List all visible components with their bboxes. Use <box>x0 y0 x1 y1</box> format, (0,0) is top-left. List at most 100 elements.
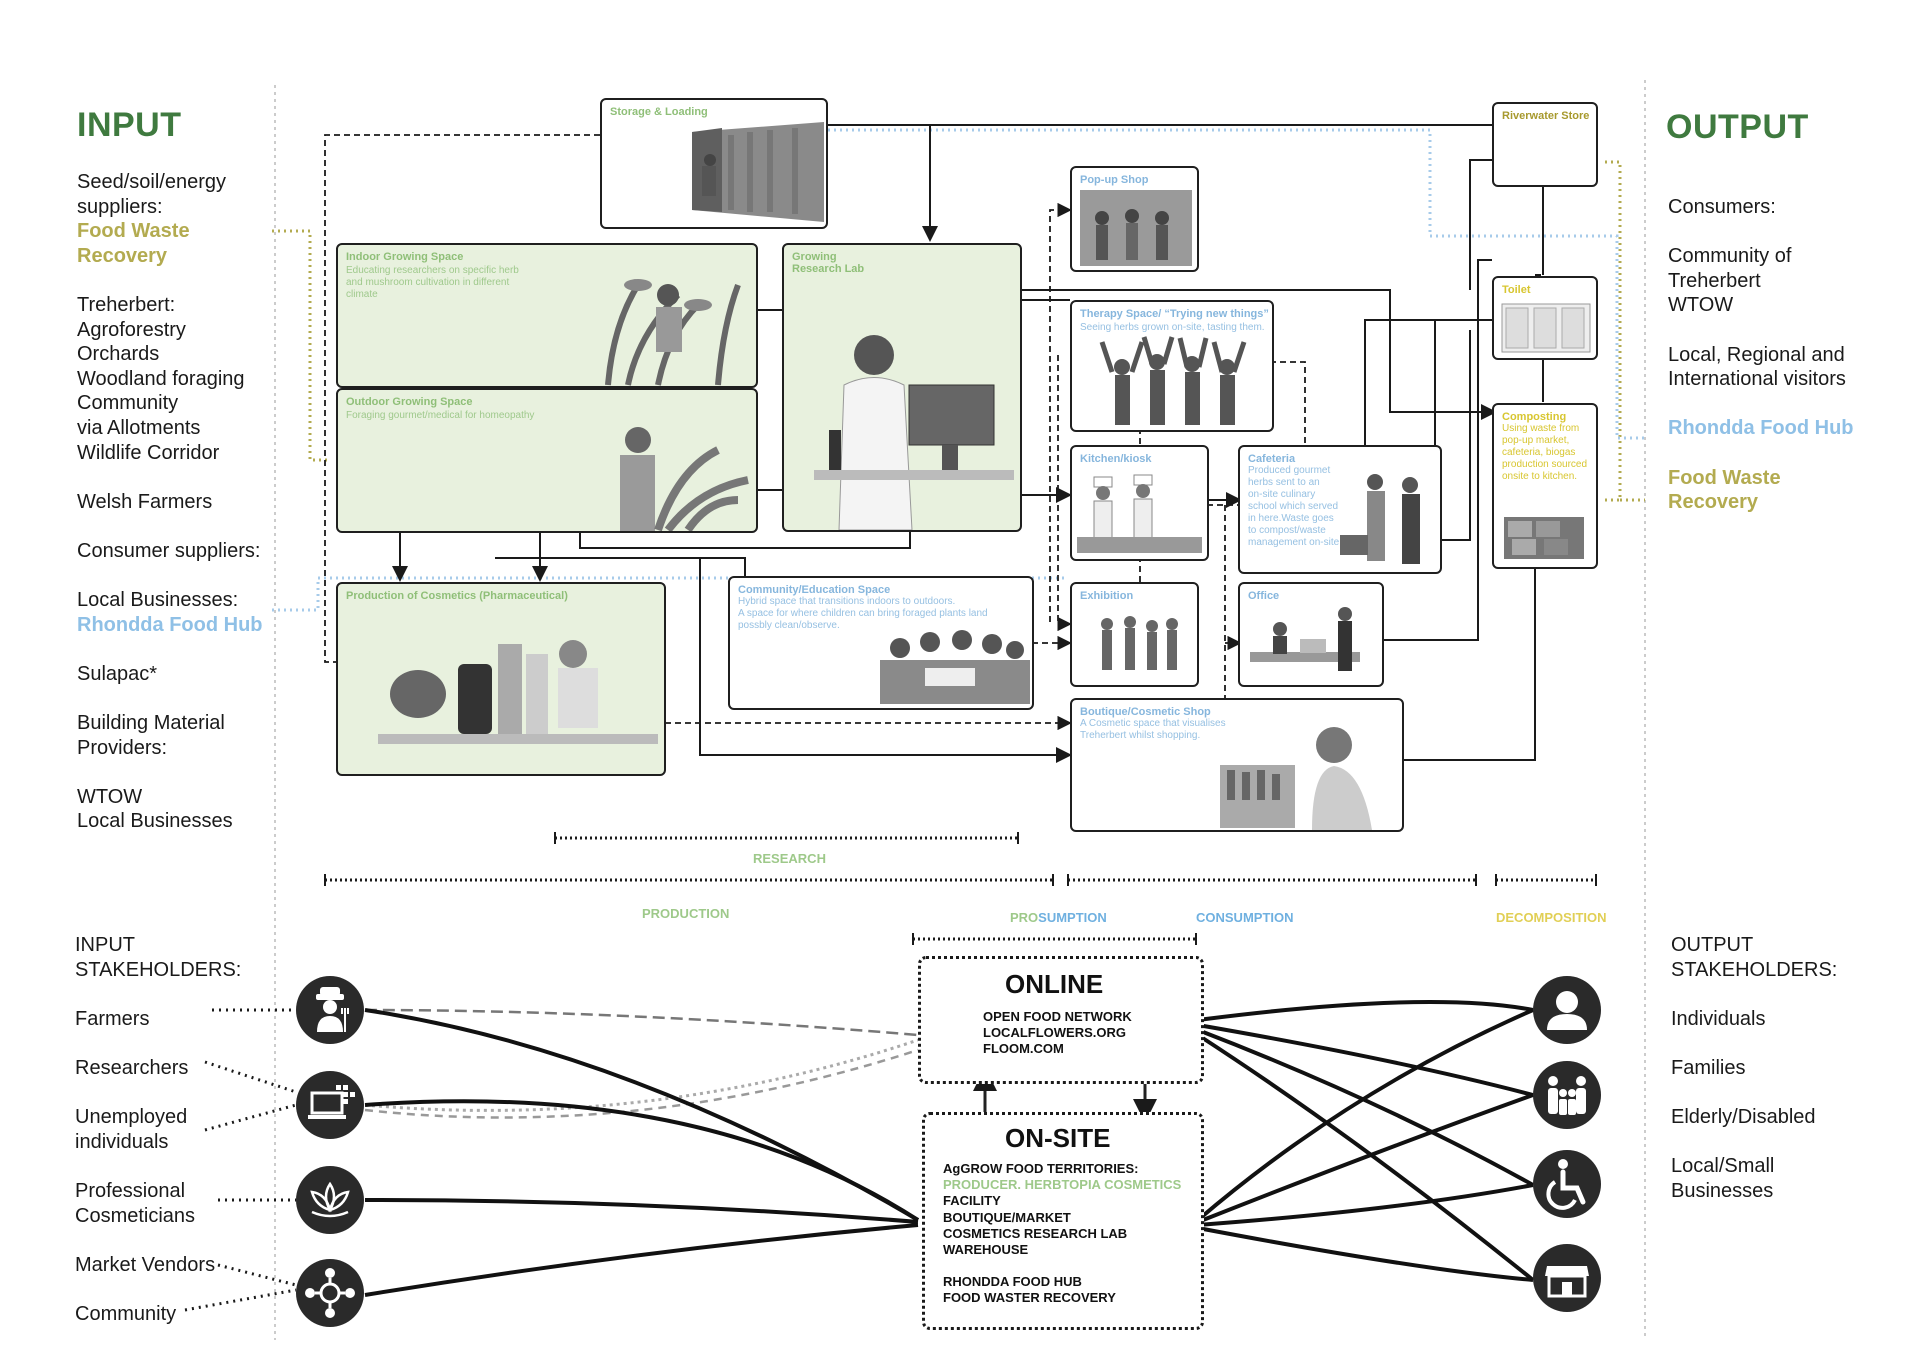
laptop-icon <box>296 1071 364 1139</box>
scale-prosumption: PROSUMPTION <box>1010 910 1107 925</box>
students-reading-image <box>880 630 1030 704</box>
composting-desc-5: onsite to kitchen. <box>1502 471 1578 482</box>
onsite-item-4: BOUTIQUE/MARKET <box>943 1209 1071 1225</box>
cosmetics-lab-image <box>378 640 658 744</box>
cafeteria-desc-3: on-site culinary <box>1248 489 1316 500</box>
kitchen-kiosk-title: Kitchen/kiosk <box>1080 453 1152 465</box>
cafeteria-title: Cafeteria <box>1248 453 1296 465</box>
online-item-2: LOCALFLOWERS.ORG <box>983 1025 1126 1041</box>
research-lab-title-2: Research Lab <box>792 263 865 275</box>
online-title: ONLINE <box>1005 969 1104 999</box>
boutique-box: Boutique/Cosmetic Shop A Cosmetic space … <box>1070 698 1404 832</box>
stakeholder-professional-2: Cosmeticians <box>75 1204 196 1227</box>
cafeteria-desc-2: herbs sent to an <box>1248 477 1320 488</box>
onsite-item-6: WAREHOUSE <box>943 1242 1029 1258</box>
indoor-growing-desc-2: and mushroom cultivation in different <box>346 277 510 288</box>
community-education-desc-2: A space for where children can bring for… <box>738 608 988 619</box>
stakeholder-market-vendors: Market Vendors <box>75 1253 216 1276</box>
exhibition-title: Exhibition <box>1080 590 1134 602</box>
output-rhondda: Rhondda Food Hub <box>1668 417 1854 440</box>
online-item-3: FLOOM.COM <box>983 1041 1064 1057</box>
toilet-title: Toilet <box>1502 284 1531 296</box>
onsite-item-8: FOOD WASTER RECOVERY <box>943 1290 1116 1306</box>
composting-desc-3: cafeteria, biogas <box>1502 447 1576 458</box>
indoor-growing-desc-1: Educating researchers on specific herb <box>346 265 519 276</box>
output-consumers: Consumers: <box>1668 196 1776 218</box>
input-stakeholders-title-1: INPUT <box>75 934 135 956</box>
cosmetics-production-box: Production of Cosmetics (Pharmaceutical) <box>336 582 666 776</box>
scale-pro: PRO <box>1010 910 1039 925</box>
stakeholder-unemployed-1: Unemployed <box>75 1106 188 1129</box>
farmer-icon <box>296 976 364 1044</box>
storage-loading-title: Storage & Loading <box>610 106 708 118</box>
therapy-space-desc: Seeing herbs grown on-site, tasting them… <box>1080 322 1265 333</box>
toilet-stalls-image <box>1501 303 1591 353</box>
riverwater-store-title: Riverwater Store <box>1502 110 1590 122</box>
onsite-box: ON-SITE AgGROW FOOD TERRITORIES: PRODUCE… <box>922 1112 1204 1330</box>
community-education-title: Community/Education Space <box>738 584 891 596</box>
output-food-waste-line1: Food Waste <box>1668 466 1781 489</box>
boutique-desc-1: A Cosmetic space that visualises <box>1080 718 1226 729</box>
input-treherbert: Treherbert: <box>77 293 176 316</box>
output-food-waste-line2: Recovery <box>1668 491 1759 514</box>
stakeholder-small-business-2: Businesses <box>1671 1179 1774 1202</box>
therapy-space-box: Therapy Space/ “Trying new things” Seein… <box>1070 300 1274 432</box>
cosmetics-production-title: Production of Cosmetics (Pharmaceutical) <box>346 590 568 602</box>
stakeholder-elderly-disabled: Elderly/Disabled <box>1671 1106 1816 1129</box>
input-heading: INPUT <box>77 106 182 144</box>
scale-research: RESEARCH <box>753 851 826 866</box>
input-building-line1: Building Material <box>77 712 225 735</box>
boutique-desc-2: Treherbert whilst shopping. <box>1080 730 1201 741</box>
community-education-box: Community/Education Space Hybrid space t… <box>728 576 1034 710</box>
boutique-title: Boutique/Cosmetic Shop <box>1080 706 1211 718</box>
cafe-staff-image <box>1340 474 1420 564</box>
input-allotments: via Allotments <box>77 416 201 439</box>
onsite-item-2: PRODUCER. HERBTOPIA COSMETICS <box>943 1177 1182 1193</box>
output-community-line1: Community of <box>1668 245 1792 268</box>
scale-production: PRODUCTION <box>642 906 730 921</box>
indoor-growing-title: Indoor Growing Space <box>346 251 464 263</box>
output-visitors-line2: International visitors <box>1668 368 1846 391</box>
stakeholder-farmers: Farmers <box>75 1007 150 1030</box>
stakeholder-community: Community <box>75 1302 177 1325</box>
input-sulapac: Sulapac* <box>77 662 158 685</box>
output-visitors-line1: Local, Regional and <box>1668 343 1845 366</box>
chefs-image <box>1077 474 1202 553</box>
scale-consumption: CONSUMPTION <box>1196 910 1294 925</box>
toilet-box: Toilet <box>1492 276 1598 360</box>
output-stakeholders-title-1: OUTPUT <box>1671 934 1754 956</box>
composting-desc-2: pop-up market, <box>1502 435 1570 446</box>
onsite-item-1: AgGROW FOOD TERRITORIES: <box>943 1161 1139 1176</box>
research-lab-title-1: Growing <box>792 251 837 263</box>
indoor-growing-box: Indoor Growing Space Educating researche… <box>336 243 758 388</box>
input-wildlife: Wildlife Corridor <box>77 441 220 464</box>
cafeteria-desc-5: in here.Waste goes <box>1248 513 1334 524</box>
input-orchards: Orchards <box>77 343 160 366</box>
input-local-businesses-2: Local Businesses <box>77 810 233 833</box>
input-suppliers-line1: Seed/soil/energy <box>77 171 226 193</box>
exhibition-box: Exhibition <box>1070 582 1199 687</box>
cafeteria-desc-6: to compost/waste <box>1248 525 1326 536</box>
input-building-line2: Providers: <box>77 736 168 759</box>
input-agroforestry: Agroforestry <box>77 318 186 341</box>
plant-researcher-image <box>605 279 741 386</box>
outdoor-growing-title: Outdoor Growing Space <box>346 396 473 408</box>
input-wtow: WTOW <box>77 785 143 808</box>
input-consumer-suppliers: Consumer suppliers: <box>77 539 261 562</box>
input-suppliers-line2: suppliers: <box>77 195 163 218</box>
composting-box: Composting Using waste from pop-up marke… <box>1492 403 1598 569</box>
cheering-group-image <box>1099 336 1247 425</box>
office-title: Office <box>1248 590 1280 602</box>
lab-scientist-image <box>814 335 1014 530</box>
input-food-waste-line1: Food Waste <box>77 220 190 243</box>
popup-shop-box: Pop-up Shop <box>1070 166 1199 272</box>
input-welsh-farmers: Welsh Farmers <box>77 490 213 513</box>
stakeholder-individuals: Individuals <box>1671 1007 1766 1030</box>
indoor-growing-desc-3: climate <box>346 289 378 300</box>
kitchen-kiosk-box: Kitchen/kiosk <box>1070 445 1209 561</box>
online-item-1: OPEN FOOD NETWORK <box>983 1009 1132 1024</box>
exhibition-visitors-image <box>1101 616 1178 670</box>
forager-image <box>620 427 749 531</box>
person-icon <box>1533 976 1601 1044</box>
